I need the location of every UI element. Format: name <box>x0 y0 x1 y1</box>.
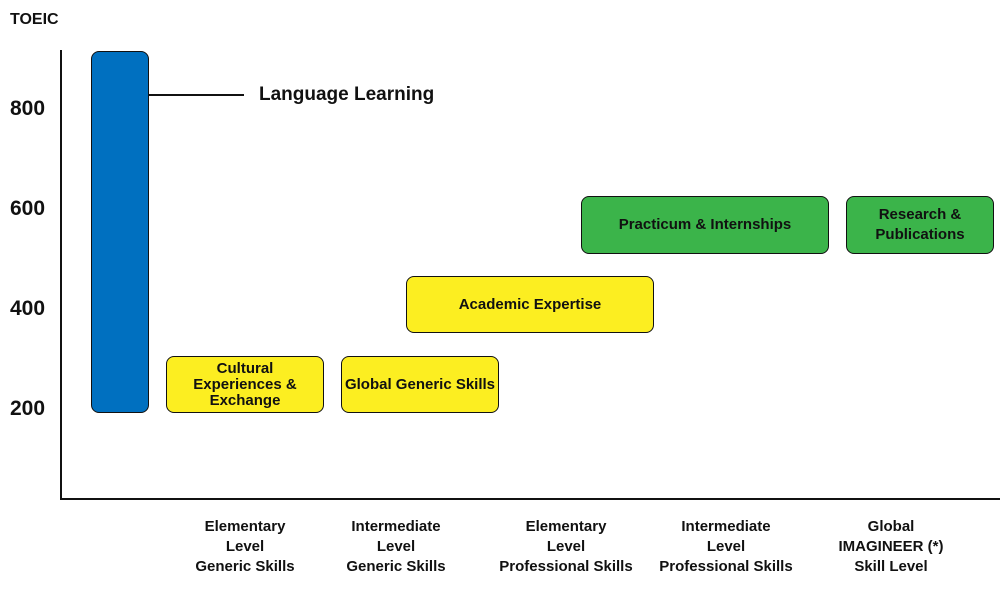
x-level-label-elementary-professional: Elementary Level Professional Skills <box>486 517 646 577</box>
x-label-line: Global <box>867 518 915 535</box>
x-axis-line <box>60 498 1000 500</box>
x-level-label-global-imagineer: Global IMAGINEER (*) Skill Level <box>811 517 971 577</box>
x-label-line: Intermediate <box>681 518 771 535</box>
x-label-line: Generic Skills <box>346 558 446 575</box>
y-tick-label-600: 600 <box>10 197 46 220</box>
x-label-line: Level <box>225 538 265 555</box>
x-label-line: IMAGINEER (*) <box>838 538 944 555</box>
y-tick-label-400: 400 <box>10 297 46 320</box>
x-level-label-elementary-generic: Elementary Level Generic Skills <box>165 517 325 577</box>
x-label-line: Level <box>376 538 416 555</box>
language-learning-label: Language Learning <box>259 84 435 105</box>
block-label-line: Global Generic Skills <box>344 375 496 393</box>
block-label-line: Cultural <box>216 359 274 377</box>
block-label-line: Experiences & <box>193 375 297 393</box>
x-level-label-intermediate-generic: Intermediate Level Generic Skills <box>316 517 476 577</box>
block-label-line: Research & <box>878 206 962 223</box>
x-label-line: Professional Skills <box>659 558 793 575</box>
global-generic-skills-block: Global Generic Skills <box>341 356 499 413</box>
language-learning-leader-line <box>149 94 244 96</box>
x-label-line: Skill Level <box>854 558 928 575</box>
language-learning-bar <box>91 51 149 413</box>
block-label-line: Academic Expertise <box>458 295 602 313</box>
x-label-line: Level <box>546 538 586 555</box>
y-tick-label-800: 800 <box>10 97 46 120</box>
block-label-line: Practicum & Internships <box>618 216 792 233</box>
y-tick-label-200: 200 <box>10 397 46 420</box>
academic-expertise-block: Academic Expertise <box>406 276 654 333</box>
practicum-internships-block: Practicum & Internships <box>581 196 829 254</box>
x-label-line: Professional Skills <box>499 558 633 575</box>
x-label-line: Level <box>706 538 746 555</box>
x-label-line: Intermediate <box>351 518 441 535</box>
x-label-line: Generic Skills <box>195 558 295 575</box>
y-axis-line <box>60 50 62 500</box>
x-label-line: Elementary <box>525 518 607 535</box>
x-label-line: Elementary <box>204 518 286 535</box>
cultural-experiences-block: Cultural Experiences & Exchange <box>166 356 324 413</box>
block-label-line: Exchange <box>209 391 281 409</box>
y-axis-title: TOEIC <box>10 11 59 28</box>
block-label-line: Publications <box>875 226 965 243</box>
research-publications-block: Research & Publications <box>846 196 994 254</box>
x-level-label-intermediate-professional: Intermediate Level Professional Skills <box>646 517 806 577</box>
